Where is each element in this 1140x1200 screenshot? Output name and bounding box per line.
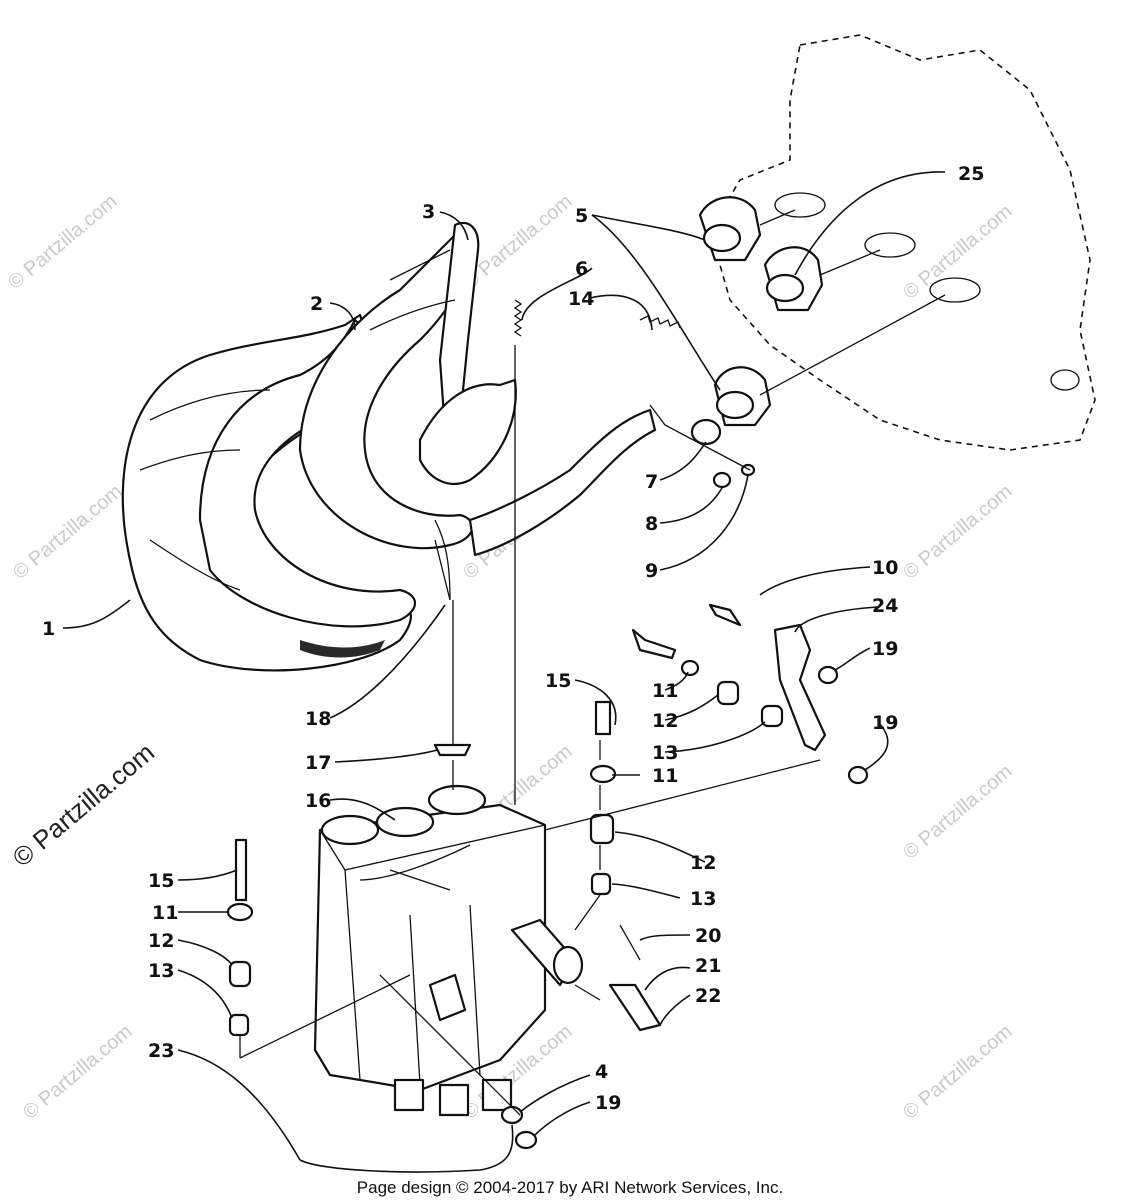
callout-4: 4 — [595, 1061, 608, 1083]
callout-8: 8 — [645, 513, 658, 535]
callout-21: 21 — [695, 955, 721, 977]
footer-copyright: Page design © 2004-2017 by ARI Network S… — [357, 1178, 783, 1197]
watermark-large: © Partzilla.com — [7, 737, 160, 873]
callout-3: 3 — [422, 201, 435, 223]
callout-12: 12 — [652, 710, 678, 732]
callout-12: 12 — [148, 930, 174, 952]
callout-22: 22 — [695, 985, 721, 1007]
watermark-text: © Partzilla.com — [899, 760, 1016, 863]
callout-11: 11 — [652, 680, 678, 702]
callout-6: 6 — [575, 258, 588, 280]
callout-11: 11 — [652, 765, 678, 787]
callout-19: 19 — [595, 1092, 621, 1114]
callout-24: 24 — [872, 595, 898, 617]
watermark-text: © Partzilla.com — [9, 480, 126, 583]
callout-10: 10 — [872, 557, 898, 579]
exhaust-flanges — [698, 196, 946, 427]
callout-23: 23 — [148, 1040, 174, 1062]
watermark-text: © Partzilla.com — [899, 1020, 1016, 1123]
watermark-text: © Partzilla.com — [899, 200, 1016, 303]
springs-and-cable — [299, 299, 681, 1173]
callout-20: 20 — [695, 925, 721, 947]
callout-15: 15 — [545, 670, 571, 692]
callout-15: 15 — [148, 870, 174, 892]
callout-2: 2 — [310, 293, 323, 315]
engine-outline — [709, 34, 1096, 451]
watermark-text: © Partzilla.com — [4, 190, 121, 293]
callout-18: 18 — [305, 708, 331, 730]
muffler-box — [313, 784, 584, 1117]
callout-11: 11 — [152, 902, 178, 924]
callout-13: 13 — [652, 742, 678, 764]
leader-lines — [62, 171, 946, 1161]
callout-19: 19 — [872, 712, 898, 734]
watermark-text: © Partzilla.com — [899, 480, 1016, 583]
callout-14: 14 — [568, 288, 594, 310]
callout-17: 17 — [305, 752, 331, 774]
callout-9: 9 — [645, 560, 658, 582]
callout-7: 7 — [645, 471, 658, 493]
callout-1: 1 — [42, 618, 55, 640]
callout-13: 13 — [148, 960, 174, 982]
hardware-parts — [226, 418, 869, 1150]
callout-19: 19 — [872, 638, 898, 660]
callout-5: 5 — [575, 205, 588, 227]
callout-25: 25 — [958, 163, 984, 185]
callout-16: 16 — [305, 790, 331, 812]
exhaust-pipes — [121, 222, 657, 672]
callout-12: 12 — [690, 852, 716, 874]
assembly-lines — [239, 345, 821, 1116]
callout-labels: 1 2 3 4 5 6 7 8 9 10 11 11 11 12 12 12 1… — [42, 163, 984, 1114]
watermark-text: © Partzilla.com — [19, 1020, 136, 1123]
callout-13: 13 — [690, 888, 716, 910]
